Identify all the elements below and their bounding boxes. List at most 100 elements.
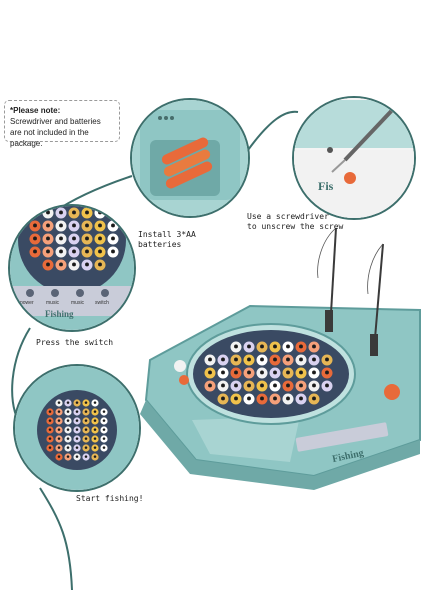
fish-mouth (299, 396, 303, 401)
fish-mouth (59, 223, 63, 228)
fish-mouth (111, 249, 115, 254)
fish-mouth (33, 236, 37, 241)
fish-mouth (208, 357, 212, 362)
fish-mouth (48, 410, 52, 413)
fish-mouth (93, 419, 97, 422)
fish-mouth (299, 383, 303, 388)
svg-text:Fis: Fis (318, 179, 334, 193)
fish-mouth (111, 223, 115, 228)
fish-mouth (72, 249, 76, 254)
start-inset (13, 364, 141, 492)
fish-mouth (93, 437, 97, 440)
fish-mouth (260, 396, 264, 401)
fish-mouth (221, 357, 225, 362)
battery-inset (130, 98, 250, 218)
fish-mouth (93, 401, 97, 404)
fish-mouth (247, 344, 251, 349)
step-start-label: Start fishing! (76, 494, 144, 503)
fish-mouth (102, 419, 106, 422)
panel-label-music-1: music (46, 300, 60, 306)
step-battery-line-2: batteries (138, 240, 182, 249)
fish-mouth (46, 223, 50, 228)
fish-mouth (234, 383, 238, 388)
switch-inset: power music music switch Fishing (8, 204, 136, 332)
fish-mouth (234, 344, 238, 349)
fishing-toy: Fishing (140, 227, 421, 490)
fish-mouth (72, 223, 76, 228)
fish-mouth (84, 455, 88, 458)
fish-mouth (75, 410, 79, 413)
fish-mouth (98, 223, 102, 228)
step-screw-label: Use a screwdriver to unscrew the screw (247, 212, 343, 232)
fish-mouth (66, 419, 70, 422)
fish-mouth (66, 401, 70, 404)
fish-mouth (66, 455, 70, 458)
arc-battery-to-screw (247, 110, 299, 151)
step-screw-line-2: to unscrew the screw (247, 222, 344, 231)
fish-mouth (57, 401, 61, 404)
fish-mouth (260, 344, 264, 349)
screwdriver-inset: Fis (292, 96, 416, 220)
fish-mouth (234, 357, 238, 362)
fish-mouth (85, 262, 89, 267)
fish-mouth (33, 223, 37, 228)
fish-mouth (84, 437, 88, 440)
fish-mouth (85, 236, 89, 241)
step-battery-line-1: Install 3*AA (138, 230, 196, 239)
panel-label-switch: switch (95, 300, 109, 306)
fish-mouth (75, 437, 79, 440)
fish-mouth (102, 437, 106, 440)
fish-mouth (247, 357, 251, 362)
fish-mouth (57, 437, 61, 440)
fish-mouth (286, 396, 290, 401)
fish-mouth (98, 249, 102, 254)
note-line-2: are not included in the package. (10, 128, 89, 148)
fish-mouth (286, 383, 290, 388)
fish-grid-switch (29, 207, 119, 271)
fish-mouth (102, 446, 106, 449)
fish-mouth (247, 396, 251, 401)
fish-mouth (273, 383, 277, 388)
fish-mouth (260, 370, 264, 375)
fish-mouth (247, 370, 251, 375)
fish-mouth (33, 249, 37, 254)
fish-mouth (93, 455, 97, 458)
fish-mouth (48, 446, 52, 449)
fish-mouth (111, 236, 115, 241)
fish-mouth (84, 410, 88, 413)
fish-mouth (93, 446, 97, 449)
fish-mouth (59, 236, 63, 241)
switch-inset-brand: Fishing (45, 309, 74, 319)
fish-mouth (48, 437, 52, 440)
fish-mouth (46, 249, 50, 254)
fish-mouth (84, 446, 88, 449)
fish-grid-start (46, 399, 108, 461)
step-battery-label: Install 3*AA batteries (138, 230, 196, 250)
fish-mouth (66, 446, 70, 449)
fish-mouth (84, 428, 88, 431)
fish-mouth (247, 383, 251, 388)
fish-mouth (312, 344, 316, 349)
fish-mouth (66, 410, 70, 413)
fish-mouth (312, 383, 316, 388)
fish-mouth (260, 383, 264, 388)
fish-mouth (46, 210, 50, 215)
fish-mouth (85, 223, 89, 228)
fish-mouth (234, 370, 238, 375)
fish-mouth (72, 236, 76, 241)
disclaimer-note: *Please note: Screwdriver and batteries … (4, 100, 120, 148)
fish-mouth (325, 357, 329, 362)
fish-mouth (59, 249, 63, 254)
fish-mouth (299, 344, 303, 349)
fish-mouth (221, 383, 225, 388)
fish-mouth (57, 446, 61, 449)
arc-start-tail (39, 487, 73, 591)
fish-mouth (312, 357, 316, 362)
fish-mouth (273, 370, 277, 375)
fish-mouth (46, 262, 50, 267)
fish-mouth (93, 410, 97, 413)
fish-mouth (299, 370, 303, 375)
fish-mouth (57, 455, 61, 458)
fish-mouth (273, 396, 277, 401)
